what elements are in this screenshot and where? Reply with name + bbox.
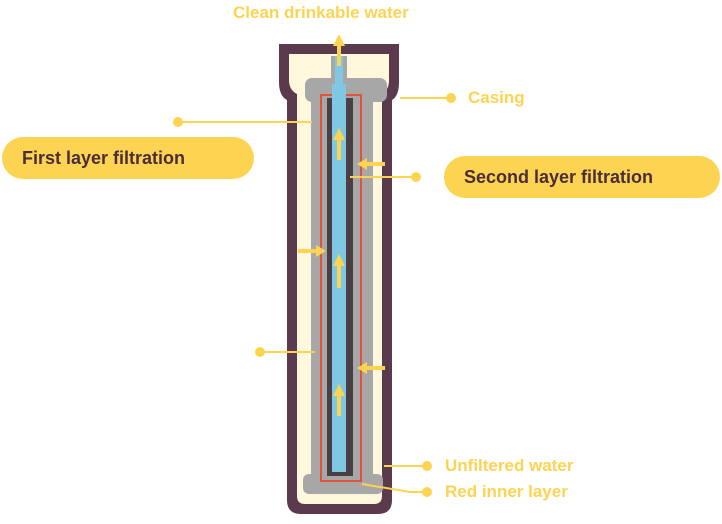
arrow-icon [333,254,345,288]
second-layer-label: Second layer filtration [444,156,720,198]
leader-lines [178,97,450,493]
casing-label: Casing [468,88,525,107]
leader-dots [173,93,456,497]
arrow-icon [333,34,345,66]
outlet-pipe-water [335,56,343,84]
dot-icon [411,172,421,182]
arrow-icon [357,158,385,170]
dot-icon [446,93,456,103]
clean-water-label: Clean drinkable water [233,3,409,22]
arrow-icon [298,245,326,257]
arrow-icon [357,362,385,374]
dot-icon [422,461,432,471]
arrow-icon [333,128,345,160]
unfiltered-water-label: Unfiltered water [445,456,574,475]
dot-icon [173,117,183,127]
arrow-icon [333,384,345,416]
dot-icon [255,347,265,357]
red-inner-layer-label: Red inner layer [445,482,568,501]
dot-icon [422,487,432,497]
flow-arrows-up [333,128,345,416]
first-layer-label: First layer filtration [2,137,254,179]
